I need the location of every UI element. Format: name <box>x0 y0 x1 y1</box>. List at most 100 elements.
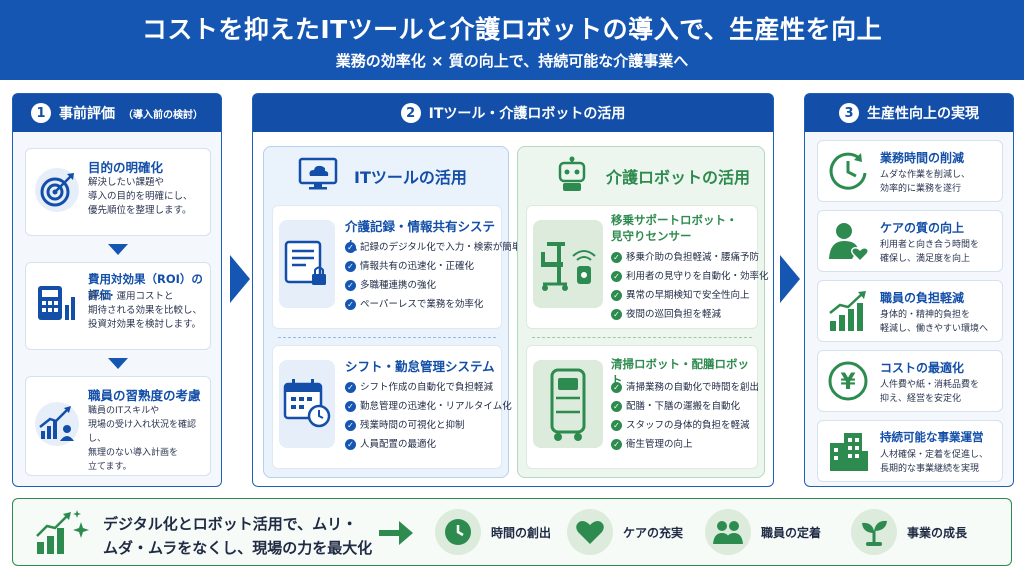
card-title: 持続可能な事業運営 <box>880 430 984 444</box>
bar-chart-up-icon <box>829 291 866 331</box>
check-icon: ✓ <box>345 242 356 253</box>
card-title: 目的の明確化 <box>88 160 164 175</box>
heart-icon <box>576 521 604 544</box>
check-icon: ✓ <box>611 271 622 282</box>
card-desc: ムダな作業を削減し、効率的に業務を遂行 <box>880 170 971 194</box>
eval-card-roi: 費用対効果（ROI）の評価 導入・運用コストと期待される効果を比較し、投資対効果… <box>25 262 211 350</box>
column-title: ITツール・介護ロボットの活用 <box>428 106 626 122</box>
step-number: 2 <box>400 103 421 123</box>
document-lock-icon <box>284 240 326 285</box>
check-icon: ✓ <box>345 280 356 291</box>
footer-item-time: 時間の創出 <box>435 509 551 555</box>
eval-card-purpose: 目的の明確化 解決したい課題や導入の目的を明確にし、優先順位を整理します。 <box>25 148 211 236</box>
growth-person-icon <box>35 402 79 446</box>
feature-item: ✓清掃業務の自動化で時間を創出 <box>611 378 759 397</box>
right-arrow-icon <box>399 521 413 545</box>
clock-icon <box>445 519 471 545</box>
feature-item: ✓記録のデジタル化で入力・検索が簡単 <box>345 238 521 257</box>
transfer-robot-sensor-icon <box>541 242 596 291</box>
target-icon <box>35 168 79 212</box>
card-title: 職員の負担軽減 <box>880 291 965 305</box>
feature-item: ✓移乗介助の負担軽減・腰痛予防 <box>611 248 769 267</box>
column-tools-robots: 2 ITツール・介護ロボットの活用 ITツールの活用 介護記録・情報共有システム… <box>252 93 774 487</box>
flow-arrow-icon <box>780 255 800 303</box>
check-icon: ✓ <box>345 261 356 272</box>
building-icon <box>830 433 868 471</box>
it-tools-panel: ITツールの活用 介護記録・情報共有システム ✓記録のデジタル化で入力・検索が簡… <box>263 146 521 478</box>
card-title: コストの最適化 <box>880 361 965 375</box>
column-header: 2 ITツール・介護ロボットの活用 <box>253 94 773 132</box>
footer-item-care: ケアの充実 <box>567 509 683 555</box>
card-desc: 解決したい課題や導入の目的を明確にし、優先順位を整理します。 <box>88 177 193 216</box>
feature-item: ✓残業時間の可視化と抑制 <box>345 416 512 435</box>
feature-list: ✓移乗介助の負担軽減・腰痛予防✓利用者の見守りを自動化・効率化✓異常の早期検知で… <box>611 248 769 324</box>
column-header: 3 生産性向上の実現 <box>805 94 1013 132</box>
card-desc: 導入・運用コストと期待される効果を比較し、投資対効果を検討します。 <box>88 291 203 330</box>
result-card-cost: ¥ コストの最適化 人件費や紙・消耗品費を抑え、経営を安定化 <box>817 350 1003 412</box>
yen-coin-icon: ¥ <box>828 361 868 401</box>
person-heart-icon <box>829 223 870 263</box>
it-section-records: 介護記録・情報共有システム ✓記録のデジタル化で入力・検索が簡単✓情報共有の迅速… <box>272 205 521 329</box>
cloud-monitor-icon <box>298 157 338 190</box>
dashed-divider <box>278 337 496 338</box>
feature-item: ✓スタッフの身体的負担を軽減 <box>611 416 759 435</box>
down-arrow-icon <box>108 244 128 255</box>
growth-sparkle-icon <box>36 510 89 554</box>
column-title: 生産性向上の実現 <box>867 106 979 122</box>
feature-item: ✓配膳・下膳の運搬を自動化 <box>611 397 759 416</box>
robot-section-transfer: 移乗サポートロボット・見守りセンサー ✓移乗介助の負担軽減・腰痛予防✓利用者の見… <box>526 205 769 329</box>
page-subtitle: 業務の効率化 × 質の向上で、持続可能な介護事業へ <box>335 52 689 70</box>
step-number: 1 <box>31 103 51 123</box>
card-title: 費用対効果（ROI）の評価 <box>88 272 203 302</box>
check-icon: ✓ <box>611 439 622 450</box>
feature-list: ✓記録のデジタル化で入力・検索が簡単✓情報共有の迅速化・正確化✓多職種連携の強化… <box>345 238 521 314</box>
card-desc: 身体的・精神的負担を軽減し、働きやすい環境へ <box>880 310 989 334</box>
card-title: 業務時間の削減 <box>880 151 965 165</box>
feature-item: ✓情報共有の迅速化・正確化 <box>345 257 521 276</box>
clock-arrow-icon <box>829 152 867 190</box>
section-title: 清掃ロボット・配膳ロボット <box>611 357 749 387</box>
result-card-care: ケアの質の向上 利用者と向き合う時間を確保し、満足度を向上 <box>817 210 1003 272</box>
check-icon: ✓ <box>611 382 622 393</box>
column-pre-evaluation: 1 事前評価 （導入前の検討） 目的の明確化 解決したい課題や導入の目的を明確に… <box>12 93 222 487</box>
card-desc: 人材確保・定着を促進し、長期的な事業継続を実現 <box>880 450 989 474</box>
feature-item: ✓人員配置の最適化 <box>345 435 512 454</box>
result-card-burden: 職員の負担軽減 身体的・精神的負担を軽減し、働きやすい環境へ <box>817 280 1003 342</box>
check-icon: ✓ <box>345 420 356 431</box>
robot-icon <box>558 156 586 191</box>
column-productivity: 3 生産性向上の実現 業務時間の削減 ムダな作業を削減し、効率的に業務を遂行 ケ… <box>804 93 1014 487</box>
feature-item: ✓ペーパーレスで業務を効率化 <box>345 295 521 314</box>
card-desc: 職員のITスキルや現場の受け入れ状況を確認し、無理のない導入計画を立てます。 <box>88 406 197 472</box>
calculator-chart-icon <box>38 286 75 320</box>
feature-item: ✓勤怠管理の迅速化・リアルタイム化 <box>345 397 512 416</box>
feature-item: ✓多職種連携の強化 <box>345 276 521 295</box>
section-title: シフト・勤怠管理システム <box>345 359 495 374</box>
footer-item-staff: 職員の定着 <box>705 509 821 555</box>
feature-item: ✓衛生管理の向上 <box>611 435 759 454</box>
delivery-robot-icon <box>550 368 586 441</box>
feature-list: ✓シフト作成の自動化で負担軽減✓勤怠管理の迅速化・リアルタイム化✓残業時間の可視… <box>345 378 512 454</box>
check-icon: ✓ <box>345 439 356 450</box>
check-icon: ✓ <box>611 252 622 263</box>
flow-arrow-icon <box>230 255 250 303</box>
dashed-divider <box>532 337 752 338</box>
page-title: コストを抑えたITツールと介護ロボットの導入で、生産性を向上 <box>141 15 883 44</box>
feature-item: ✓利用者の見守りを自動化・効率化 <box>611 267 769 286</box>
check-icon: ✓ <box>611 309 622 320</box>
card-desc: 利用者と向き合う時間を確保し、満足度を向上 <box>880 240 980 264</box>
footer-summary: デジタル化とロボット活用で、ムリ・ムダ・ムラをなくし、現場の力を最大化 時間の創… <box>12 498 1012 566</box>
card-title: 職員の習熟度の考慮 <box>88 388 201 403</box>
check-icon: ✓ <box>611 420 622 431</box>
down-arrow-icon <box>108 358 128 369</box>
card-title: ケアの質の向上 <box>880 221 965 235</box>
footer-message: デジタル化とロボット活用で、ムリ・ムダ・ムラをなくし、現場の力を最大化 <box>103 515 373 557</box>
check-icon: ✓ <box>611 290 622 301</box>
check-icon: ✓ <box>345 382 356 393</box>
eval-card-skill: 職員の習熟度の考慮 職員のITスキルや現場の受け入れ状況を確認し、無理のない導入… <box>25 376 211 476</box>
check-icon: ✓ <box>345 299 356 310</box>
robot-panel: 介護ロボットの活用 移乗サポートロボット・見守りセンサー ✓移乗介助の負担軽減・… <box>517 146 769 478</box>
result-card-time: 業務時間の削減 ムダな作業を削減し、効率的に業務を遂行 <box>817 140 1003 202</box>
header-banner: コストを抑えたITツールと介護ロボットの導入で、生産性を向上 業務の効率化 × … <box>0 0 1024 80</box>
section-title: 移乗サポートロボット・見守りセンサー <box>611 213 738 243</box>
column-header: 1 事前評価 （導入前の検討） <box>13 94 221 132</box>
